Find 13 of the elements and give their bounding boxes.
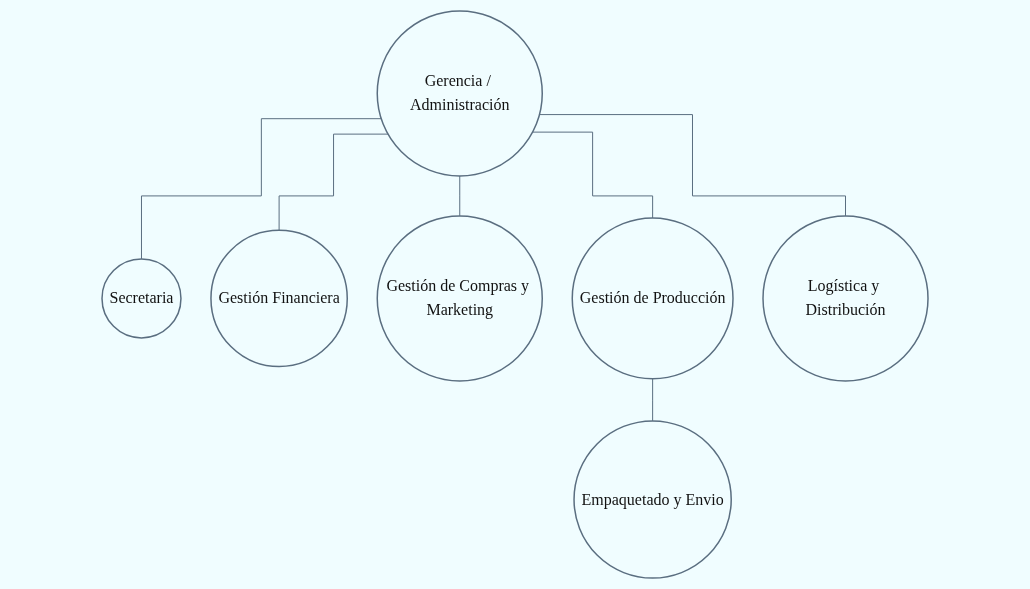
connector — [141, 118, 382, 260]
node-circle: Gestión de Compras y Marketing — [376, 215, 543, 382]
node-circle: Empaquetado y Envio — [573, 420, 732, 579]
node-circle: Secretaria — [101, 258, 182, 339]
connector — [652, 378, 654, 422]
node-circle: Gerencia / Administración — [376, 10, 543, 177]
connector — [459, 175, 461, 217]
node-circle: Logística y Distribución — [762, 215, 929, 382]
connector — [539, 114, 846, 217]
connector — [278, 133, 389, 231]
node-circle: Gestión Financiera — [210, 229, 348, 368]
connector — [532, 131, 654, 219]
node-circle: Gestión de Producción — [571, 217, 734, 380]
